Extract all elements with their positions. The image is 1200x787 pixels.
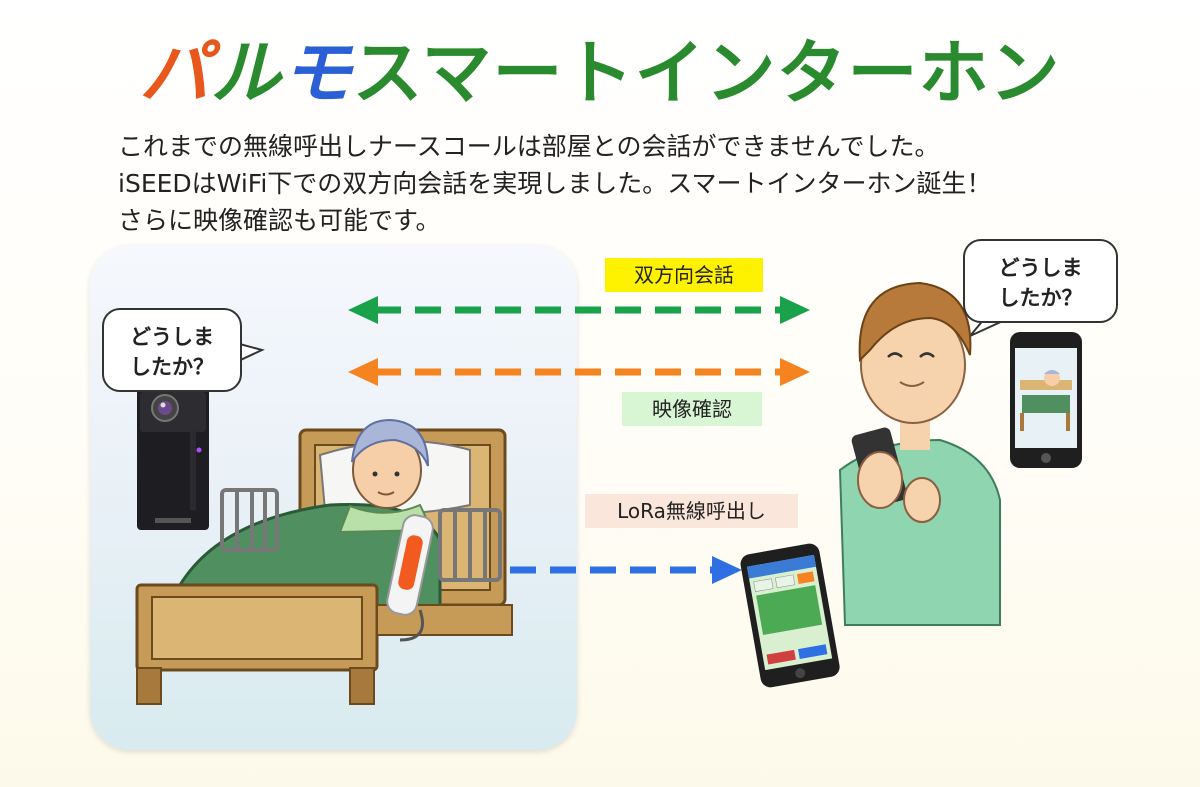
nurse-call-remote-icon: [386, 514, 434, 642]
page-title: パルモスマートインターホン: [0, 28, 1200, 118]
speech-bubble-intercom: どうしま したか？: [102, 308, 242, 392]
smartphone-app-icon: [740, 543, 840, 688]
intro-line-3: さらに映像確認も可能です。: [118, 206, 441, 235]
video-phone-icon: [1010, 332, 1082, 468]
intro-line-2: iSEEDはWiFi下での双方向会話を実現しました。スマートインターホン誕生！: [118, 169, 992, 198]
label-two-way-talk: 双方向会話: [605, 258, 763, 292]
speech-bubble-staff: どうしま したか？: [963, 239, 1118, 323]
two-way-talk-arrow: [348, 296, 810, 324]
video-check-arrow: [348, 358, 810, 386]
lora-call-arrow: [470, 556, 742, 584]
intercom-device-icon: [137, 388, 209, 530]
bubble-right-line-1: どうしま: [998, 256, 1083, 280]
bubble-left-line-1: どうしま: [130, 325, 214, 349]
bubble-left-line-2: したか？: [130, 355, 214, 379]
title-part-pa: パ: [139, 32, 211, 114]
staff-member-icon: [838, 281, 1001, 626]
title-part-ru: ル: [210, 32, 282, 114]
bubble-right-line-2: したか？: [998, 286, 1083, 310]
label-video-check: 映像確認: [622, 392, 762, 426]
intro-line-1: これまでの無線呼出しナースコールは部屋との会話ができませんでした。: [118, 132, 940, 161]
title-part-smart-intercom: スマートインターホン: [352, 32, 1061, 114]
label-lora-call: LoRa無線呼出し: [585, 494, 798, 528]
title-part-mo: モ: [281, 32, 353, 114]
intro-text: これまでの無線呼出しナースコールは部屋との会話ができませんでした。 iSEEDは…: [118, 128, 1118, 239]
